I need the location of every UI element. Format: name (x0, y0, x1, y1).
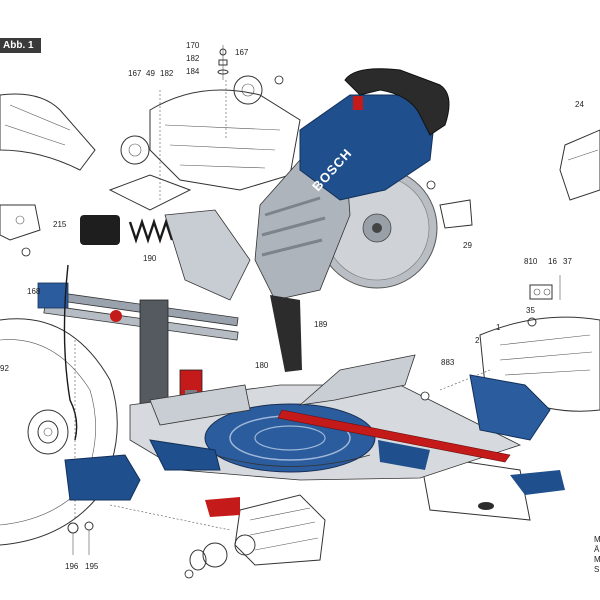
part-label-2: 2 (475, 336, 480, 345)
part-label-196: 196 (65, 562, 79, 571)
edge-text-line-2: Ä (594, 545, 600, 554)
part-number-labels: 170 182 184 167 167 49 182 24 215 29 810… (0, 41, 584, 571)
edge-text-line-4: S (594, 565, 599, 574)
part-label-170: 170 (186, 41, 200, 50)
part-label-35: 35 (526, 306, 535, 315)
part-label-167-left: 167 (128, 69, 142, 78)
marker-x-icon (274, 75, 284, 85)
part-label-883: 883 (441, 358, 455, 367)
edge-text-line-1: M (594, 535, 600, 544)
edge-text: M Ä M S (594, 535, 600, 574)
part-label-180: 180 (255, 361, 269, 370)
part-label-24: 24 (575, 100, 584, 109)
part-label-182: 182 (186, 54, 200, 63)
part-label-189: 189 (314, 320, 328, 329)
part-label-168: 168 (27, 287, 41, 296)
figure-label: Abb. 1 (0, 38, 41, 53)
line-art-parts (0, 45, 600, 571)
part-label-92: 92 (0, 364, 9, 373)
part-label-190: 190 (143, 254, 157, 263)
part-label-49: 49 (146, 69, 155, 78)
part-label-29: 29 (463, 241, 472, 250)
marker-z-icon (184, 569, 194, 579)
part-label-37: 37 (563, 257, 572, 266)
part-label-16: 16 (548, 257, 557, 266)
miter-saw: BOSCH (37, 68, 565, 517)
part-label-184: 184 (186, 67, 200, 76)
part-label-167-top: 167 (235, 48, 249, 57)
marker-z-icon (420, 391, 430, 401)
part-label-1: 1 (496, 323, 501, 332)
edge-text-line-3: M (594, 555, 600, 564)
marker-x-icon (21, 247, 31, 257)
part-label-182-left: 182 (160, 69, 174, 78)
part-label-195: 195 (85, 562, 99, 571)
part-label-215: 215 (53, 220, 67, 229)
marker-z-icon (426, 180, 436, 190)
part-label-810: 810 (524, 257, 538, 266)
reference-markers (21, 75, 436, 579)
